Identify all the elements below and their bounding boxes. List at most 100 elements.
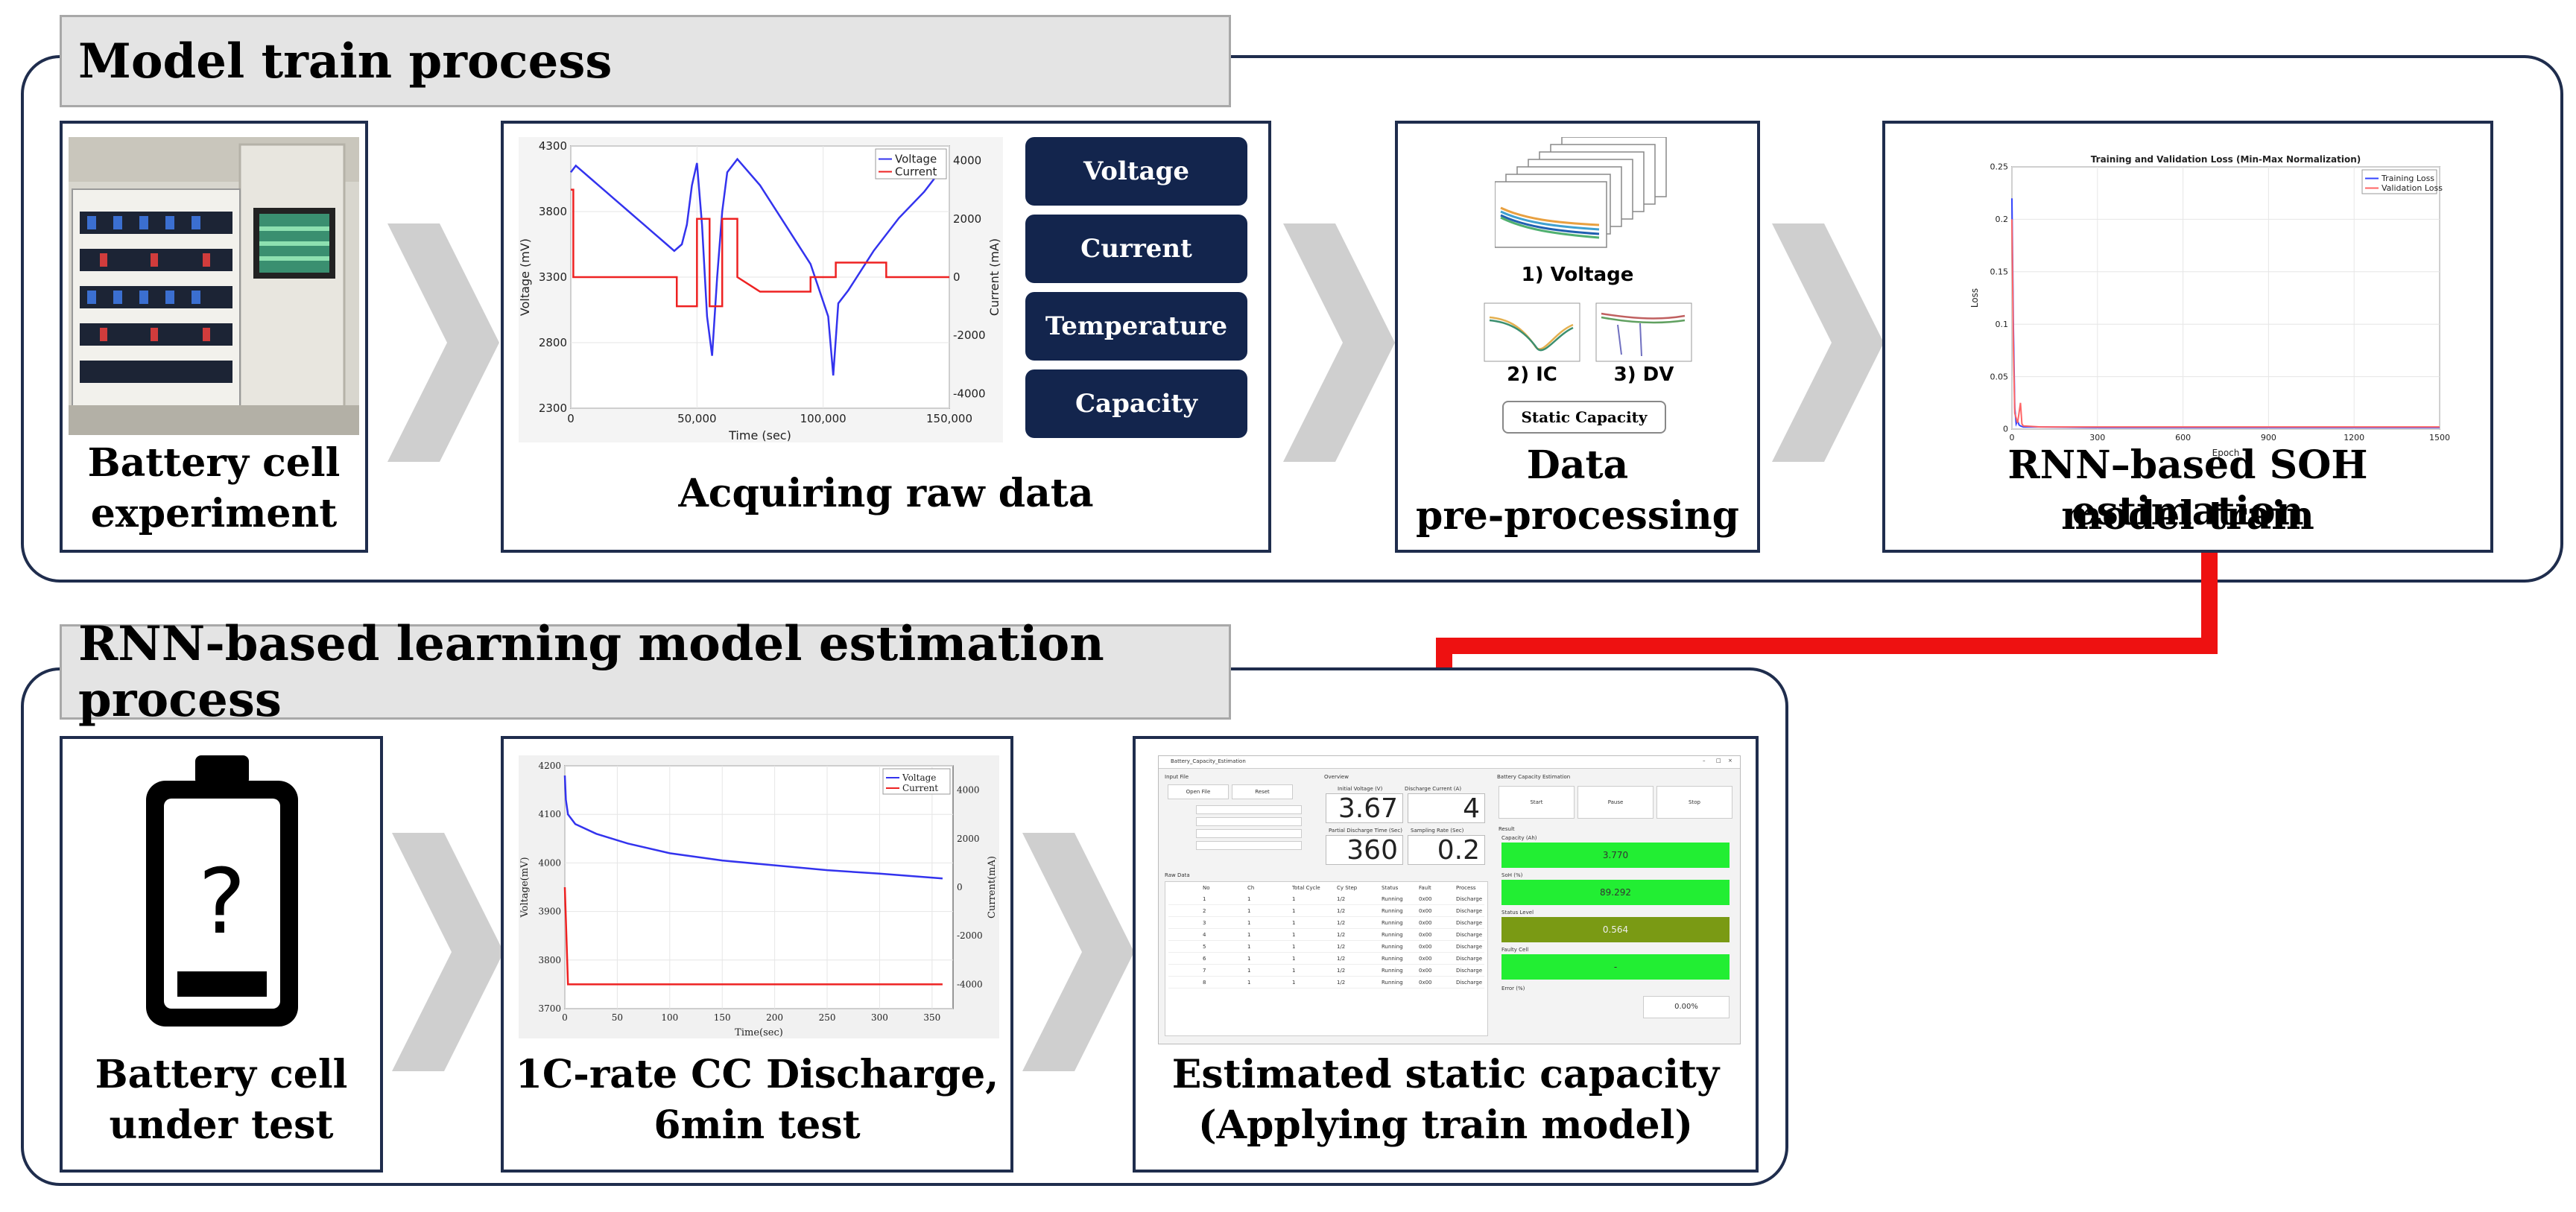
start-button[interactable]: Start <box>1499 786 1575 819</box>
y-tick-label: 4100 <box>538 809 561 819</box>
x-tick-label: 350 <box>923 1012 940 1023</box>
x-tick-label: 100,000 <box>800 412 846 425</box>
capacity-label: Capacity (Ah) <box>1501 835 1537 841</box>
raw-data-caption: Acquiring raw data <box>678 471 1094 516</box>
y-tick-label: 3700 <box>538 1003 561 1014</box>
note-field[interactable] <box>1196 841 1302 850</box>
reset-button[interactable]: Reset <box>1232 784 1293 799</box>
dv-curves-icon <box>1595 302 1692 362</box>
x-axis-label: Epoch <box>2212 448 2240 458</box>
table-cell: Running <box>1382 908 1403 914</box>
x-axis-label: Time(sec) <box>735 1027 783 1038</box>
table-cell: 1 <box>1292 896 1296 902</box>
capacity-data-button[interactable]: Capacity <box>1025 369 1247 438</box>
discharge-current-label: Discharge Current (A) <box>1405 786 1462 792</box>
table-cell: 1 <box>1292 968 1296 974</box>
model-train-caption-line1: RNN–based SOH estimation <box>2007 442 2368 535</box>
y-tick-label: 3900 <box>538 907 561 917</box>
table-cell: 1 <box>1247 908 1251 914</box>
stop-button[interactable]: Stop <box>1656 786 1732 819</box>
table-header-cell: Ch <box>1247 885 1255 891</box>
voltage-feature-label: 1) Voltage <box>1521 264 1634 286</box>
voltage-curves-stack-icon <box>1495 137 1667 248</box>
table-cell: 1 <box>1292 920 1296 926</box>
battery-under-test-caption-line2: under test <box>109 1102 334 1148</box>
preprocessing-caption-line1: Data <box>1526 442 1629 488</box>
error-value: 0.00% <box>1643 996 1730 1018</box>
y-axis-label: Voltage(mV) <box>519 857 531 918</box>
table-cell: 1 <box>1247 920 1251 926</box>
minimize-icon[interactable]: – <box>1703 758 1706 764</box>
faulty-cell-value: - <box>1501 954 1730 980</box>
legend-entry: Current <box>902 783 938 793</box>
x-tick-label: 200 <box>766 1012 783 1023</box>
table-cell: 4 <box>1203 932 1206 938</box>
table-cell: 0x00 <box>1419 908 1432 914</box>
table-cell: 1 <box>1292 956 1296 962</box>
initial-voltage-label: Initial Voltage (V) <box>1338 786 1383 792</box>
y2-tick-label: -2000 <box>957 930 983 941</box>
status-level-value: 0.564 <box>1501 917 1730 942</box>
save-path-field[interactable] <box>1196 817 1302 826</box>
legend-box <box>875 148 947 180</box>
table-cell: 1/2 <box>1337 932 1346 938</box>
ic-feature-label: 2) IC <box>1507 364 1557 386</box>
y-tick-label: 3800 <box>539 205 567 218</box>
discharge-current-display: 4 <box>1408 793 1485 824</box>
voltage-data-button[interactable]: Voltage <box>1025 137 1247 206</box>
result-caption-line2: (Applying train model) <box>1198 1102 1693 1148</box>
y2-tick-label: 2000 <box>957 834 980 844</box>
current-data-button[interactable]: Current <box>1025 215 1247 283</box>
table-header-cell: Process <box>1456 885 1476 891</box>
table-cell: 1 <box>1292 944 1296 950</box>
close-icon[interactable]: × <box>1728 758 1732 764</box>
open-file-button[interactable]: Open File <box>1168 784 1229 799</box>
table-cell: Running <box>1382 920 1403 926</box>
capacity-value: 3.770 <box>1501 843 1730 868</box>
table-cell: 1 <box>1247 980 1251 986</box>
result-caption-line1: Estimated static capacity <box>1171 1052 1720 1097</box>
maximize-icon[interactable]: □ <box>1716 758 1721 764</box>
operator-field[interactable] <box>1196 829 1302 838</box>
table-cell: 1 <box>1247 896 1251 902</box>
ic-curves-icon <box>1484 302 1580 362</box>
estimation-result-panel: Battery_Capacity_Estimation – □ × Input … <box>1133 736 1759 1173</box>
y-tick-label: 0.1 <box>1996 320 2009 329</box>
series-line-current <box>571 188 949 308</box>
series-line-voltage <box>563 775 943 880</box>
table-cell: Discharge <box>1456 956 1483 962</box>
model-train-caption-line2: model train <box>2061 493 2314 539</box>
table-cell: 1 <box>1247 956 1251 962</box>
preprocessing-caption-line2: pre-processing <box>1415 493 1740 539</box>
table-cell: 0x00 <box>1419 968 1432 974</box>
y-tick-label: 2300 <box>539 402 567 415</box>
chart-title: Training and Validation Loss (Min-Max No… <box>2091 154 2361 165</box>
y-tick-label: 3300 <box>539 270 567 284</box>
y-tick-label: 0.25 <box>1990 162 2009 172</box>
y2-tick-label: -2000 <box>953 329 986 342</box>
y-tick-label: 4300 <box>539 139 567 153</box>
table-cell: Discharge <box>1456 980 1483 986</box>
temperature-data-button[interactable]: Temperature <box>1025 292 1247 361</box>
y2-tick-label: 2000 <box>953 212 981 226</box>
legend-box <box>882 768 951 795</box>
table-cell: 0x00 <box>1419 956 1432 962</box>
pause-button[interactable]: Pause <box>1577 786 1653 819</box>
discharge-time-display: 360 <box>1326 835 1403 866</box>
legend-entry: Voltage <box>895 153 937 166</box>
file-path-field[interactable] <box>1196 805 1302 814</box>
y-tick-label: 4000 <box>538 857 561 868</box>
table-header-cell: Total Cycle <box>1292 885 1320 891</box>
